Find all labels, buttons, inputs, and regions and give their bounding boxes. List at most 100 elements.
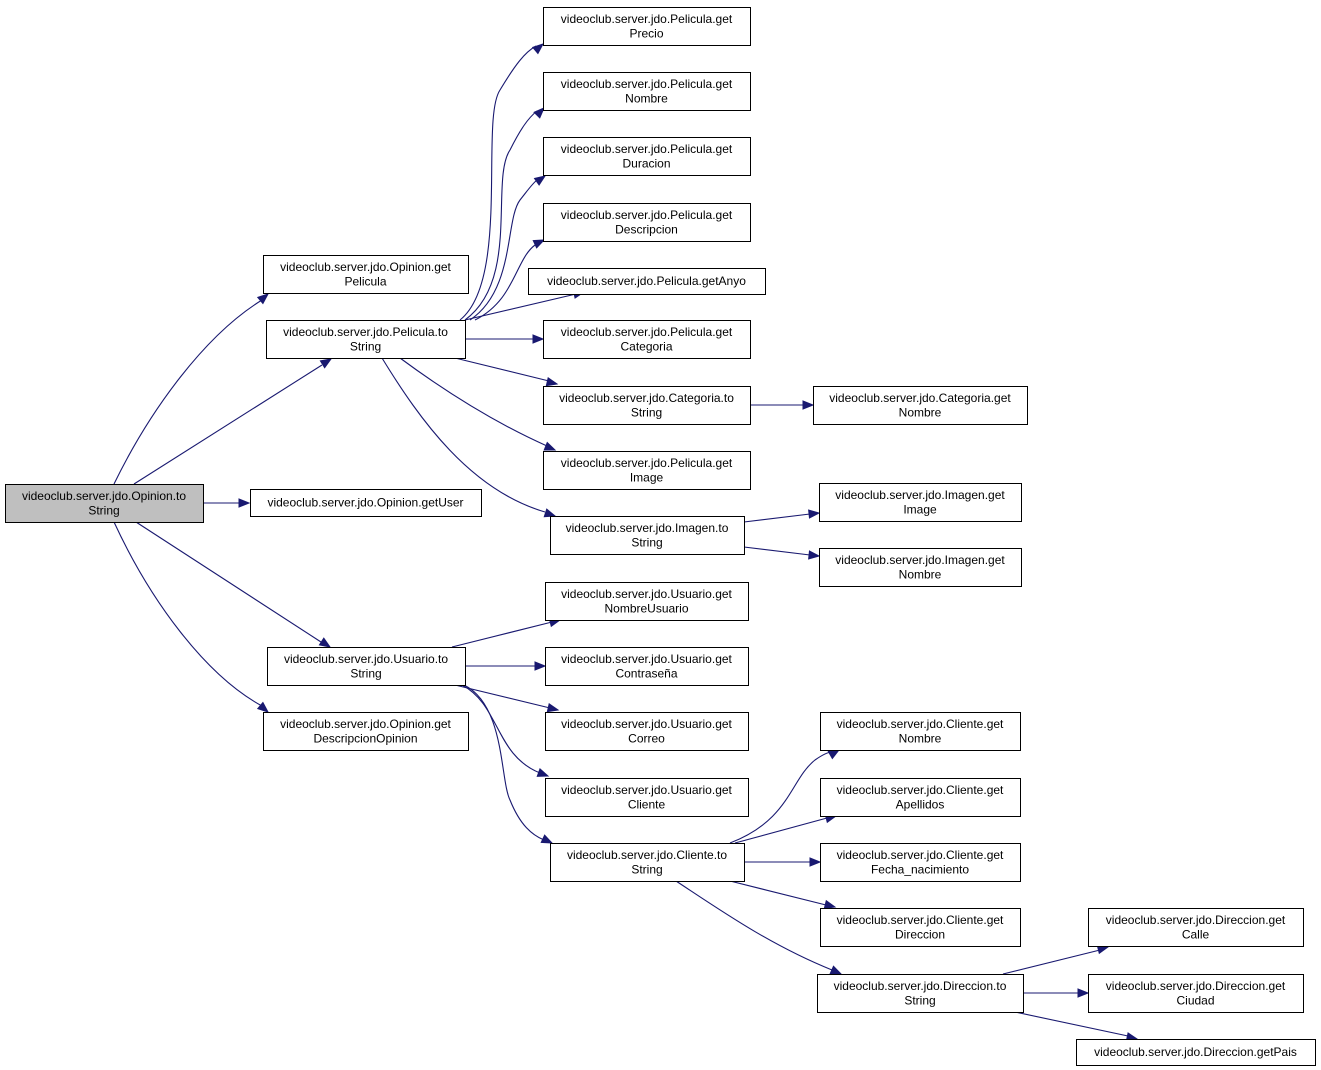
node-label-line: Image <box>903 502 937 516</box>
node-label-line: videoclub.server.jdo.Pelicula.to <box>283 325 448 339</box>
node-label-line: videoclub.server.jdo.Imagen.to <box>566 521 729 535</box>
node-box <box>545 647 749 686</box>
node-box <box>543 7 751 46</box>
edge-pelicula_tostring-to-pelicula_getduracion <box>469 175 547 321</box>
edge-line <box>474 244 536 321</box>
edge-pelicula_tostring-to-pelicula_getprecio <box>459 43 545 321</box>
node-label-line: Image <box>630 470 664 484</box>
edge-opinion_tostring-to-opinion_getpelicula <box>113 293 270 485</box>
node-box <box>819 483 1022 522</box>
edge-line <box>1002 949 1101 975</box>
arrowhead-icon <box>823 899 837 910</box>
node-box <box>543 72 751 111</box>
node-label-line: videoclub.server.jdo.Opinion.get <box>280 717 451 731</box>
node-direccion-getpais[interactable]: videoclub.server.jdo.Direccion.getPais <box>1076 1039 1316 1066</box>
node-label-line: String <box>631 862 662 876</box>
node-label-line: videoclub.server.jdo.Direccion.get <box>1106 979 1286 993</box>
node-cliente-getfecha[interactable]: videoclub.server.jdo.Cliente.getFecha_na… <box>820 843 1021 882</box>
node-pelicula-getanyo[interactable]: videoclub.server.jdo.Pelicula.getAnyo <box>528 268 766 295</box>
arrowhead-icon <box>319 358 333 369</box>
node-box <box>5 484 204 523</box>
edge-line <box>729 880 827 906</box>
node-label-line: videoclub.server.jdo.Usuario.to <box>284 652 448 666</box>
node-label-line: videoclub.server.jdo.Cliente.to <box>567 848 727 862</box>
edge-line <box>461 684 541 774</box>
edge-cliente_tostring-to-cliente_getapellidos <box>734 813 838 844</box>
node-opinion-getuser[interactable]: videoclub.server.jdo.Opinion.getUser <box>250 489 482 517</box>
arrowhead-icon <box>802 400 815 410</box>
arrowhead-icon <box>256 701 270 713</box>
node-opinion-getdescripcion[interactable]: videoclub.server.jdo.Opinion.getDescripc… <box>263 712 469 751</box>
node-label-line: videoclub.server.jdo.Imagen.get <box>835 488 1005 502</box>
arrowhead-icon <box>533 175 547 186</box>
node-cliente-getdireccion[interactable]: videoclub.server.jdo.Cliente.getDireccio… <box>820 908 1021 947</box>
node-label-line: videoclub.server.jdo.Imagen.get <box>835 553 1005 567</box>
node-box <box>263 712 469 751</box>
node-label-line: videoclub.server.jdo.Usuario.get <box>561 652 732 666</box>
node-usuario-getcontrasena[interactable]: videoclub.server.jdo.Usuario.getContrase… <box>545 647 749 686</box>
edge-pelicula_tostring-to-pelicula_getcategoria <box>465 334 545 344</box>
node-label-line: Nombre <box>899 567 942 581</box>
node-box <box>267 647 466 686</box>
node-cliente-getapellidos[interactable]: videoclub.server.jdo.Cliente.getApellido… <box>820 778 1021 817</box>
node-label-line: Duracion <box>622 156 670 170</box>
node-box <box>1088 908 1304 947</box>
edge-line <box>675 880 833 971</box>
node-label-line: String <box>631 405 662 419</box>
node-label-line: videoclub.server.jdo.Pelicula.get <box>561 325 733 339</box>
node-label-line: Apellidos <box>896 797 945 811</box>
arrowhead-icon <box>532 334 545 344</box>
arrowhead-icon <box>829 965 843 975</box>
node-label-line: videoclub.server.jdo.Usuario.get <box>561 717 732 731</box>
node-box <box>543 386 751 425</box>
arrowhead-icon <box>809 857 822 867</box>
node-box <box>528 268 766 295</box>
edge-line <box>113 299 263 485</box>
edges-layer <box>113 43 1139 1042</box>
edge-cliente_tostring-to-direccion_tostring <box>675 880 843 975</box>
node-pelicula-getdescripcion[interactable]: videoclub.server.jdo.Pelicula.getDescrip… <box>543 203 751 242</box>
node-label-line: DescripcionOpinion <box>313 731 417 745</box>
arrowhead-icon <box>543 441 557 451</box>
node-label-line: Nombre <box>899 731 942 745</box>
node-pelicula-getcategoria[interactable]: videoclub.server.jdo.Pelicula.getCategor… <box>543 320 751 359</box>
node-label-line: Categoria <box>620 339 672 353</box>
node-box <box>820 908 1021 947</box>
node-pelicula-getduracion[interactable]: videoclub.server.jdo.Pelicula.getDuracio… <box>543 137 751 176</box>
arrowhead-icon <box>256 293 270 305</box>
node-label-line: videoclub.server.jdo.Cliente.get <box>837 848 1004 862</box>
edge-pelicula_tostring-to-imagen_tostring <box>381 357 557 518</box>
node-label-line: Pelicula <box>344 274 386 288</box>
node-box <box>550 843 745 882</box>
arrowhead-icon <box>531 43 545 55</box>
node-box <box>545 582 749 621</box>
edge-line <box>459 45 537 321</box>
edge-usuario_tostring-to-usuario_getnombreusuario <box>451 617 562 648</box>
edge-line <box>734 817 828 844</box>
node-box <box>543 451 751 490</box>
edge-line <box>463 684 545 841</box>
node-label-line: Cliente <box>628 797 666 811</box>
node-box <box>813 386 1028 425</box>
node-label-line: String <box>350 666 381 680</box>
node-usuario-getnombreusuario[interactable]: videoclub.server.jdo.Usuario.getNombreUs… <box>545 582 749 621</box>
